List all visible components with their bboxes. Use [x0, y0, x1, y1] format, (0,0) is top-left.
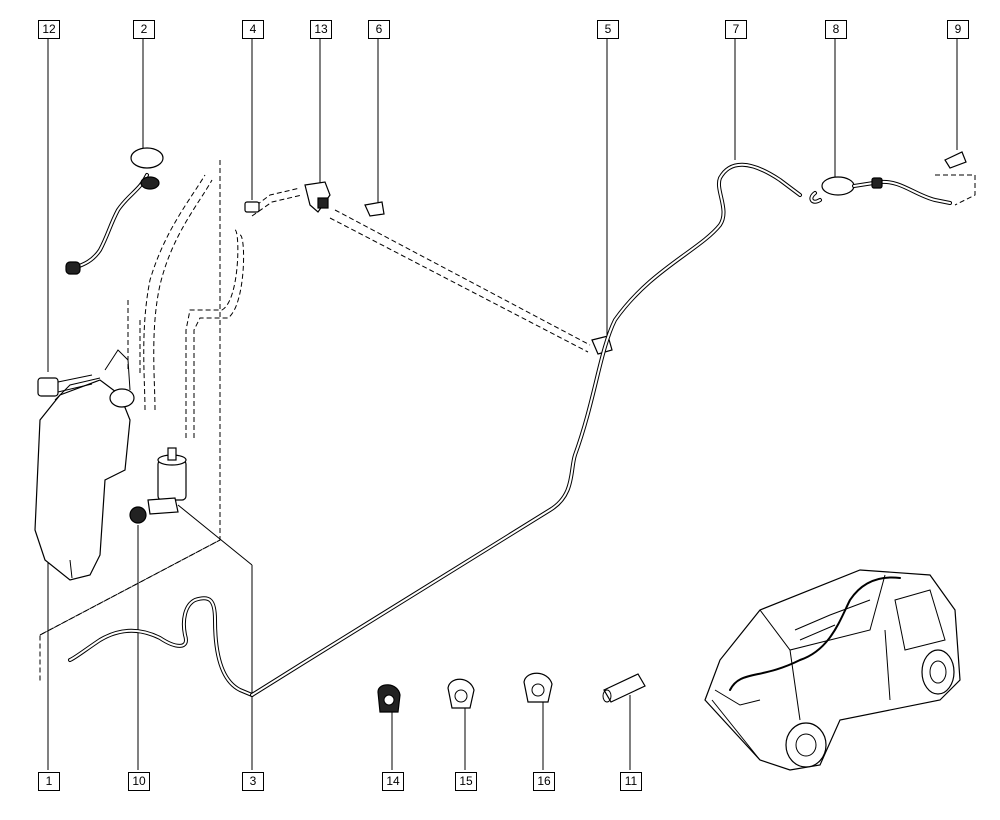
callout-11: 11 [620, 772, 642, 791]
callout-13: 13 [310, 20, 332, 39]
washer-pump [129, 447, 187, 524]
callout-15: 15 [455, 772, 477, 791]
car-illustration [704, 569, 961, 771]
reference-frame [39, 160, 221, 682]
callout-12: 12 [38, 20, 60, 39]
rear-jet [944, 151, 967, 169]
callout-5: 5 [597, 20, 619, 39]
callout-8: 8 [825, 20, 847, 39]
callout-7: 7 [725, 20, 747, 39]
callout-2: 2 [133, 20, 155, 39]
rear-connector [809, 174, 976, 206]
callout-1: 1 [38, 772, 60, 791]
filler-neck [65, 147, 164, 275]
callout-9: 9 [947, 20, 969, 39]
leader-lines [47, 38, 958, 770]
dashed-tubing [143, 174, 591, 438]
callout-4: 4 [242, 20, 264, 39]
clips-and-sleeve [377, 672, 646, 713]
callout-16: 16 [533, 772, 555, 791]
washer-reservoir [34, 349, 135, 581]
bolt [37, 374, 93, 397]
callout-14: 14 [382, 772, 404, 791]
callout-6: 6 [368, 20, 390, 39]
rear-hose [68, 162, 802, 697]
callout-3: 3 [242, 772, 264, 791]
callout-10: 10 [128, 772, 150, 791]
front-jet-parts [244, 181, 613, 355]
